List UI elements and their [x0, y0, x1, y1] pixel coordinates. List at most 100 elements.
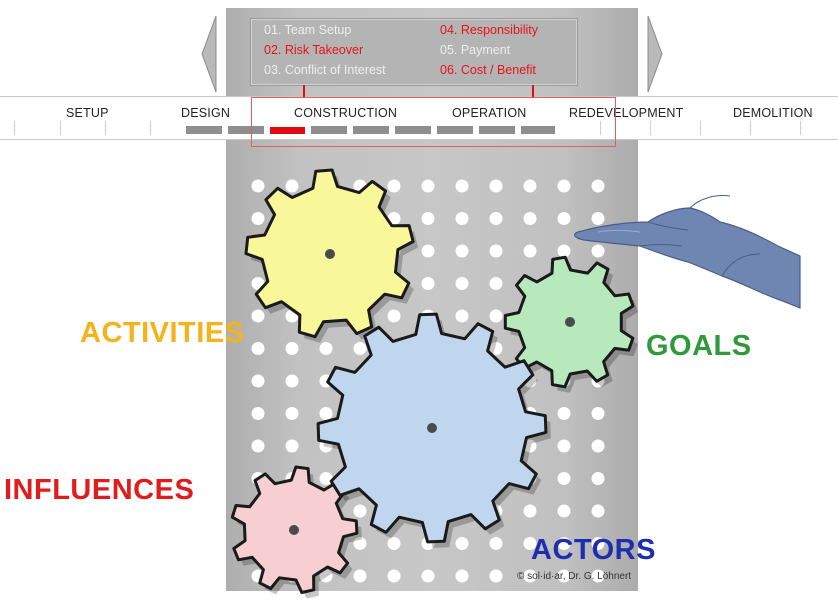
peg-hole — [319, 472, 333, 485]
timeline-tick — [60, 121, 61, 135]
phase-operation[interactable]: OPERATION — [452, 106, 527, 120]
peg-hole — [387, 179, 401, 193]
phase-design[interactable]: DESIGN — [181, 106, 231, 120]
peg-hole — [387, 537, 401, 550]
phase-demolition[interactable]: DEMOLITION — [733, 106, 813, 120]
gear-blue-hub — [427, 423, 437, 433]
peg-hole — [557, 472, 571, 485]
peg-hole — [251, 309, 265, 323]
peg-hole — [591, 407, 605, 420]
peg-hole — [387, 569, 401, 583]
phase-construction[interactable]: CONSTRUCTION — [294, 106, 398, 120]
label-goals: GOALS — [646, 330, 752, 362]
peg-hole — [489, 342, 503, 355]
peg-hole — [557, 504, 571, 518]
menu-item-conflict-of-interest[interactable]: 03. Conflict of Interest — [264, 63, 386, 77]
peg-hole — [319, 407, 333, 420]
gear-green-hub — [565, 317, 575, 327]
peg-hole — [421, 569, 435, 583]
timeline-tick — [150, 121, 151, 135]
peg-hole — [251, 374, 265, 388]
phase-redevelopment[interactable]: REDEVELOPMENT — [569, 106, 684, 120]
peg-hole — [489, 212, 503, 225]
peg-hole — [285, 407, 299, 420]
peg-hole — [387, 309, 401, 323]
timeline-tick — [750, 121, 751, 135]
peg-hole — [421, 179, 435, 193]
peg-hole — [421, 277, 435, 290]
timeline-segment — [311, 126, 347, 134]
peg-hole — [489, 277, 503, 290]
menu-connector-right — [532, 85, 534, 97]
gears-group — [230, 168, 638, 599]
peg-hole — [591, 179, 605, 193]
peg-hole — [353, 537, 367, 550]
gear-pink-hub — [289, 525, 299, 535]
peg-hole — [557, 179, 571, 193]
phase-setup[interactable]: SETUP — [66, 106, 109, 120]
menu-item-cost-benefit[interactable]: 06. Cost / Benefit — [440, 63, 536, 77]
peg-hole — [557, 537, 571, 550]
peg-hole — [591, 439, 605, 453]
peg-hole — [319, 342, 333, 355]
peg-hole — [591, 472, 605, 485]
peg-hole — [421, 244, 435, 258]
next-arrow-icon[interactable] — [646, 14, 664, 94]
peg-hole — [455, 569, 469, 583]
peg-hole — [557, 569, 571, 583]
peg-hole — [353, 569, 367, 583]
peg-hole — [489, 569, 503, 583]
menu-connector-left — [303, 85, 305, 97]
peg-hole — [251, 179, 265, 193]
peg-hole — [353, 504, 367, 518]
peg-hole — [591, 569, 605, 583]
timeline-segment — [521, 126, 555, 134]
timeline-segment — [479, 126, 515, 134]
peg-hole — [489, 244, 503, 258]
menu-item-team-setup[interactable]: 01. Team Setup — [264, 23, 352, 37]
peg-hole — [523, 504, 537, 518]
peg-hole — [557, 407, 571, 420]
label-influences: INFLUENCES — [4, 474, 195, 506]
label-actors: ACTORS — [531, 534, 656, 566]
peg-hole — [489, 309, 503, 323]
peg-hole — [285, 342, 299, 355]
peg-hole — [523, 244, 537, 258]
timeline-tick — [800, 121, 801, 135]
peg-hole — [523, 212, 537, 225]
timeline-segment — [437, 126, 473, 134]
copyright-credit: © sol·id·ar, Dr. G. Löhnert — [517, 571, 632, 582]
peg-hole — [523, 179, 537, 193]
timeline-tick — [600, 121, 601, 135]
peg-hole — [591, 537, 605, 550]
peg-hole — [489, 537, 503, 550]
label-activities: ACTIVITIES — [80, 317, 245, 349]
peg-hole — [285, 179, 299, 193]
menu-item-responsibility[interactable]: 04. Responsibility — [440, 23, 538, 37]
timeline-segment — [353, 126, 389, 134]
peg-hole — [557, 244, 571, 258]
pointing-hand-icon — [574, 195, 801, 309]
peg-hole — [455, 309, 469, 323]
peg-hole — [251, 439, 265, 453]
menu-item-payment[interactable]: 05. Payment — [440, 43, 511, 57]
peg-hole — [421, 212, 435, 225]
peg-hole — [523, 569, 537, 583]
peg-hole — [557, 439, 571, 453]
peg-hole — [557, 212, 571, 225]
gear-yellow-hub — [325, 249, 335, 259]
peg-hole — [455, 537, 469, 550]
timeline-segment-current — [270, 127, 305, 134]
peg-hole — [591, 504, 605, 518]
previous-arrow-icon[interactable] — [200, 14, 218, 94]
menu-item-risk-takeover[interactable]: 02. Risk Takeover — [264, 43, 364, 57]
timeline-segment — [395, 126, 431, 134]
peg-hole — [251, 212, 265, 225]
peg-hole — [591, 244, 605, 258]
timeline-tick — [14, 121, 15, 135]
peg-hole — [353, 342, 367, 355]
timeline-tick — [650, 121, 651, 135]
selection-frame — [251, 97, 616, 147]
